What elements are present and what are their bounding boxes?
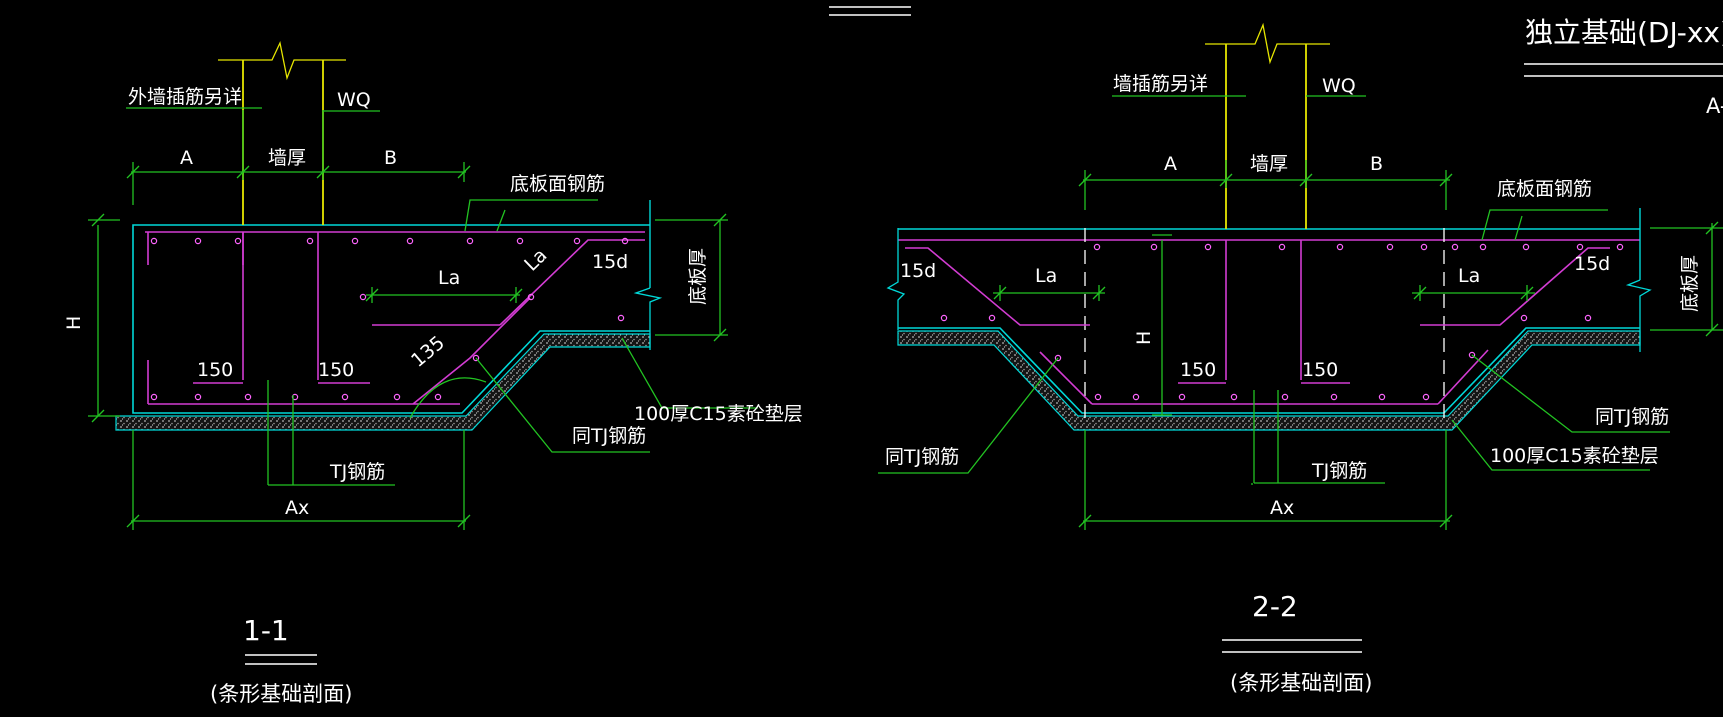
la-right-label: La [1458,265,1480,287]
dimensions-2 [878,95,1723,530]
cushion-label: 100厚C15素砼垫层 [634,403,803,425]
section-1-number: 1-1 [243,614,289,647]
slab-top-rebar-label: 底板面钢筋 [510,173,605,195]
wall-2 [1225,44,1307,229]
same-tj-label: 同TJ钢筋 [572,425,646,447]
break-line-2 [1205,22,1330,65]
cushion-label-2: 100厚C15素砼垫层 [1490,445,1659,467]
slab-top-rebar-label-2: 底板面钢筋 [1497,178,1592,200]
hook-15d-left-label: 15d [900,260,936,282]
rebar-dots [150,237,629,401]
angle-135-label: 135 [407,332,449,372]
la-diag-label: La [520,244,551,275]
slab-thickness-label-2: 底板厚 [1679,255,1701,312]
footing-outline-2 [898,327,1640,414]
hook-150-right-label: 150 [318,359,354,381]
sheet-title-block: 独立基础(DJ-xx)底部 A- [1524,16,1723,118]
footing-outline [132,224,650,414]
ax-label-2: Ax [1270,497,1294,519]
dimensions [88,107,758,530]
dim-b-label-2: B [1370,153,1383,175]
hook-15d-label: 15d [592,251,628,273]
section-2-subtitle: (条形基础剖面) [1230,671,1372,695]
slab-thickness-label: 底板厚 [687,248,709,305]
wq-label: WQ [337,89,371,111]
tj-rebar-label-2: TJ钢筋 [1311,460,1367,482]
section-1-title: 1-1 [243,614,289,647]
rebar-dots-2 [940,243,1624,401]
wq-label-2: WQ [1322,75,1356,97]
top-center-mark [829,6,911,16]
dim-b-label: B [384,147,397,169]
h-label: H [63,316,85,330]
section-1-subtitle: (条形基础剖面) [210,682,352,706]
same-tj-left-label: 同TJ钢筋 [885,446,959,468]
hook-150-right-label-2: 150 [1302,359,1338,381]
break-line [218,40,346,81]
sheet-title: 独立基础(DJ-xx)底部 [1525,16,1723,49]
section-2-number: 2-2 [1252,590,1298,623]
sheet-title-ref: A- [1706,94,1723,118]
hook-15d-right-label: 15d [1574,253,1610,275]
cushion-layer-2 [897,330,1641,431]
rebar-2 [905,240,1610,405]
la-left-label: La [1035,265,1057,287]
wall-thickness-label-2: 墙厚 [1250,153,1288,175]
wall-dowel-label-2: 墙插筋另详 [1113,73,1208,95]
la-label: La [438,267,460,289]
section-2-2: 墙插筋另详 WQ A 墙厚 B 底板面钢筋 15d La La 15d 底板厚 … [878,22,1723,695]
rebar [145,231,645,405]
dim-a-label: A [180,147,193,169]
wall-dowel-label: 外墙插筋另详 [128,86,242,108]
h-label-2: H [1133,331,1155,345]
section-1-1: 外墙插筋另详 WQ A 墙厚 B 底板面钢筋 La La 15d 底板厚 H 1… [63,40,803,706]
section-2-title: 2-2 [1252,590,1298,623]
tj-rebar-label: TJ钢筋 [329,461,385,483]
hook-150-left-label-2: 150 [1180,359,1216,381]
wall [242,60,324,225]
ax-label: Ax [285,497,309,519]
hook-150-left-label: 150 [197,359,233,381]
wall-thickness-label: 墙厚 [268,147,306,169]
dim-a-label-2: A [1164,153,1177,175]
same-tj-right-label: 同TJ钢筋 [1595,406,1669,428]
cushion-layer [115,333,651,431]
